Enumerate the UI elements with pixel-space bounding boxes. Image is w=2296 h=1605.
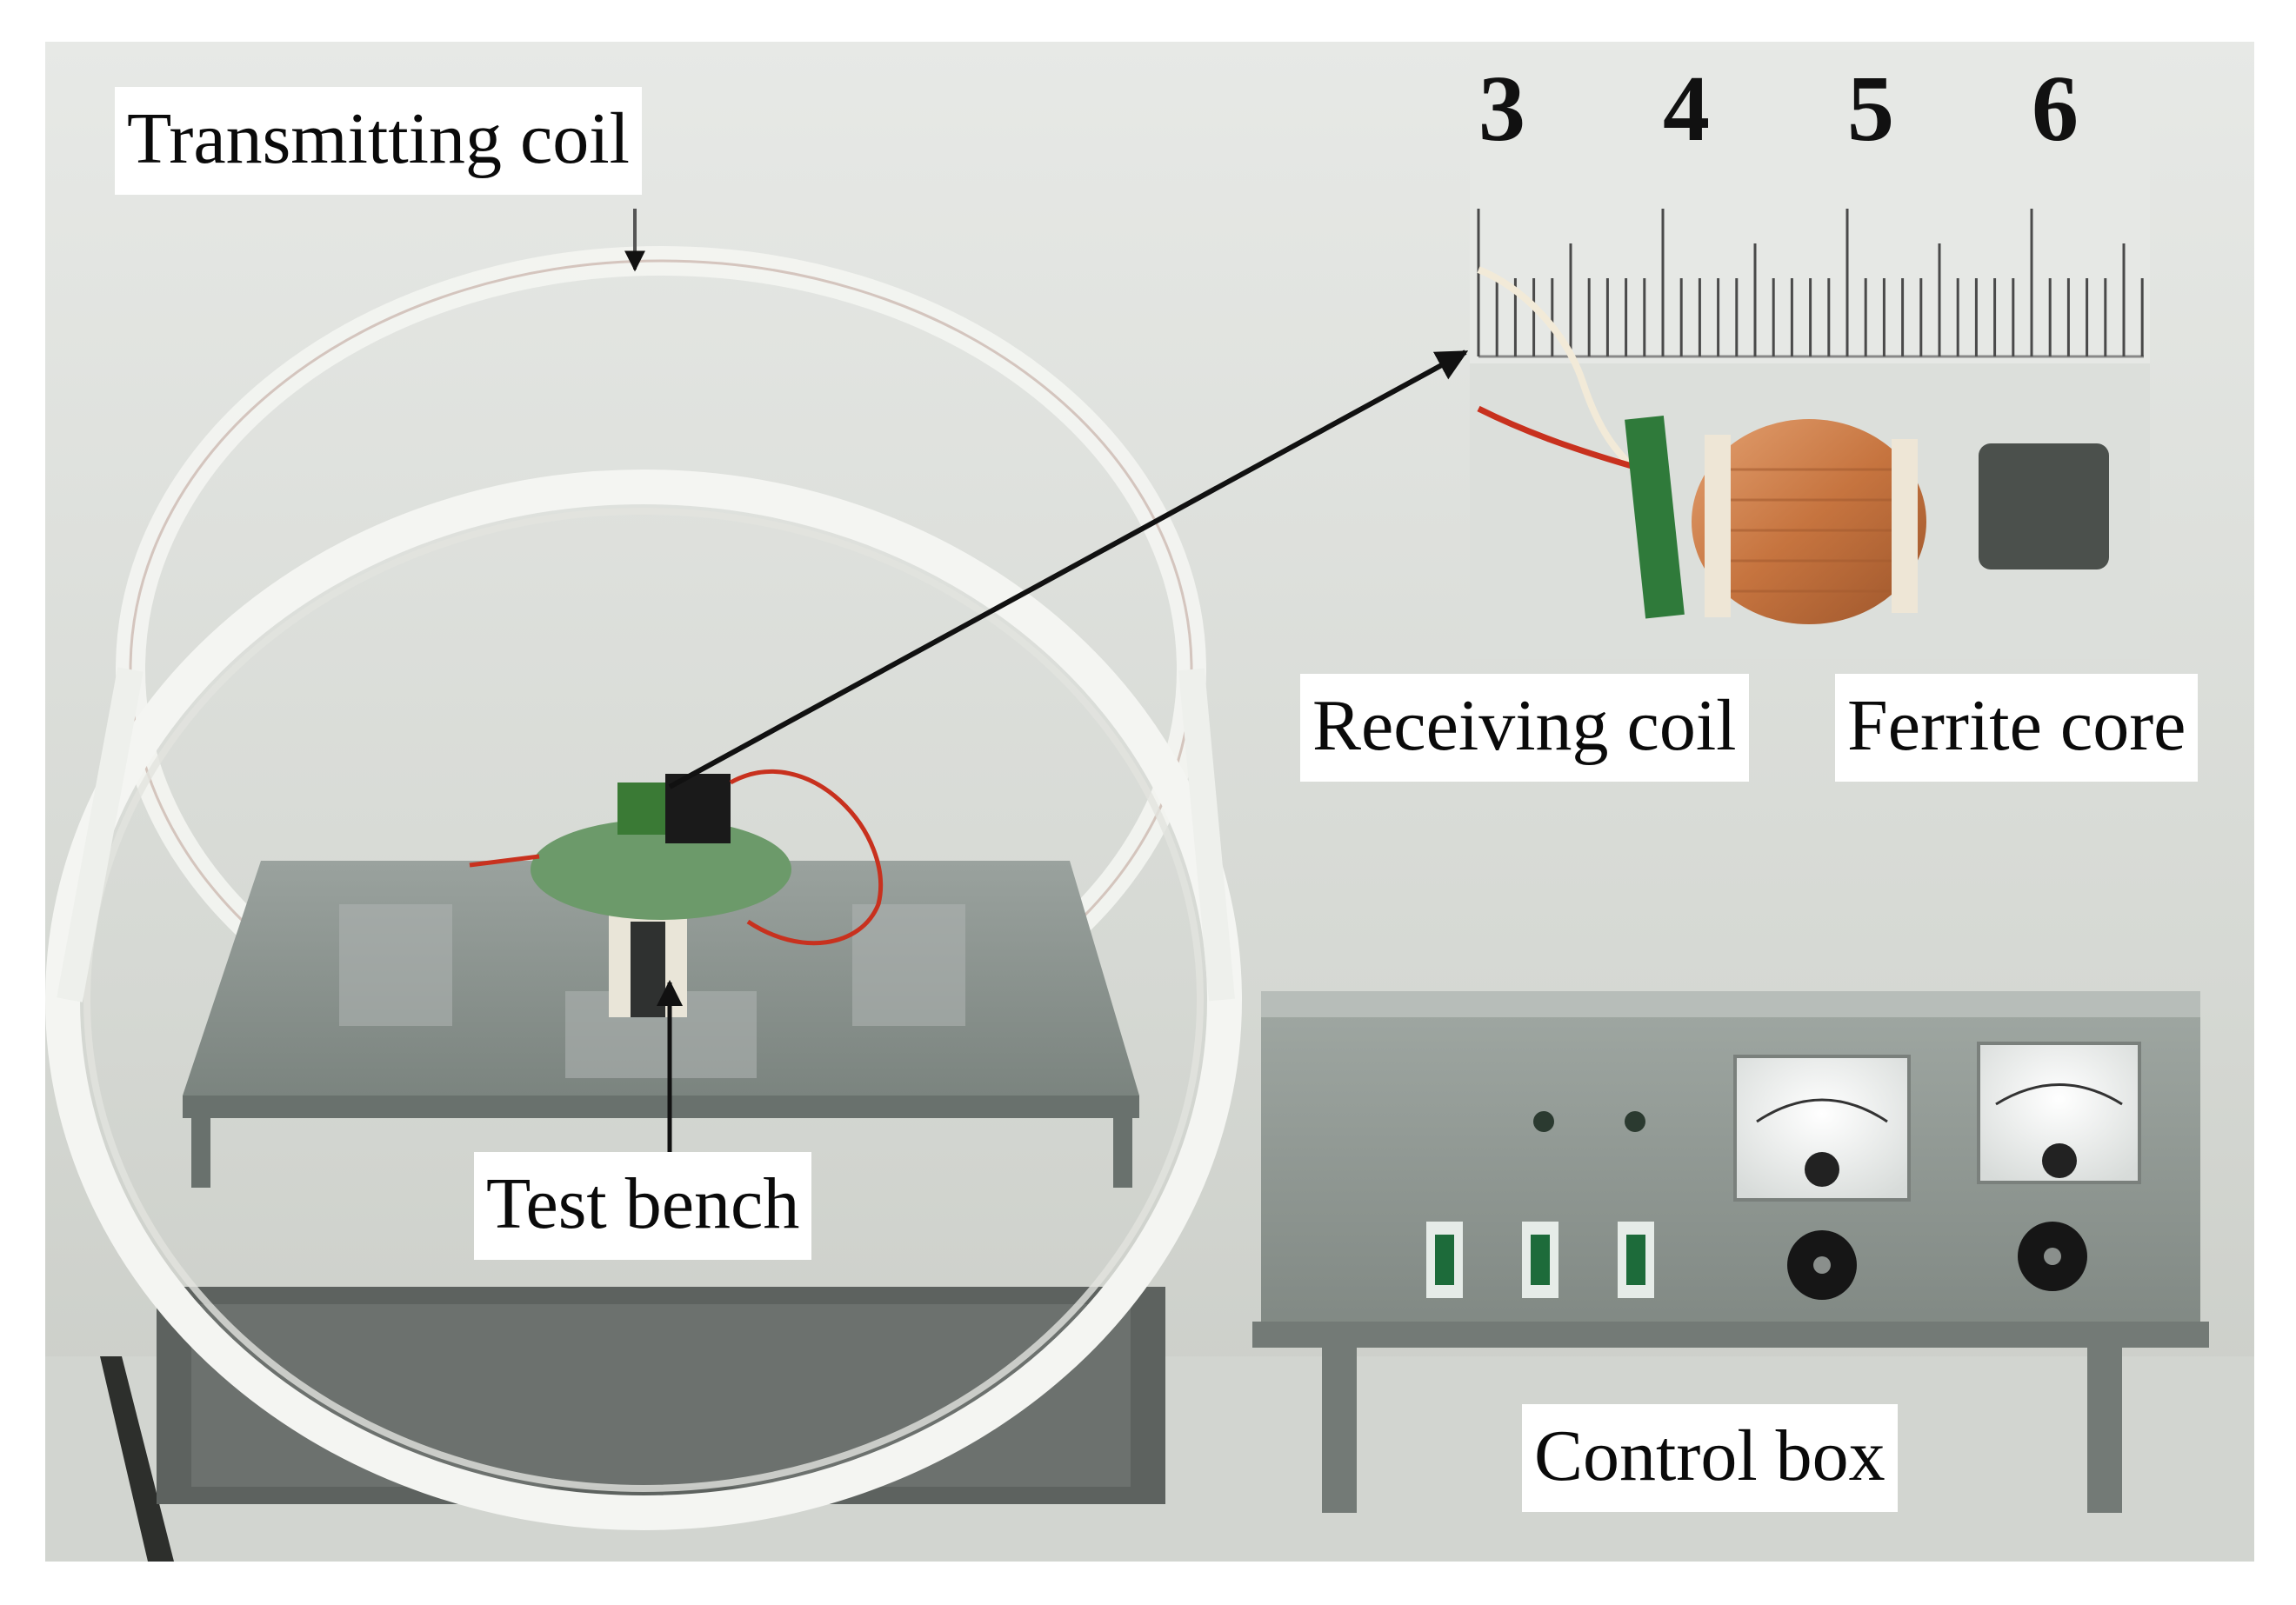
transmitting-coil <box>45 209 1242 1530</box>
receiver-pointer-arrow <box>668 350 1469 789</box>
label-control-box: Control box <box>1522 1404 1898 1512</box>
ruler-number-5: 5 <box>1847 57 1894 161</box>
label-test-bench: Test bench <box>474 1152 812 1260</box>
control-box <box>1252 991 2209 1513</box>
test-bench <box>183 769 1139 1188</box>
label-transmitting-coil: Transmitting coil <box>115 87 642 195</box>
inset-receiver-photo <box>1470 50 2150 659</box>
label-receiving-coil: Receiving coil <box>1300 674 1749 782</box>
ruler-number-3: 3 <box>1478 57 1525 161</box>
label-ferrite-core: Ferrite core <box>1835 674 2199 782</box>
ruler-number-4: 4 <box>1663 57 1710 161</box>
ruler-number-6: 6 <box>2032 57 2079 161</box>
